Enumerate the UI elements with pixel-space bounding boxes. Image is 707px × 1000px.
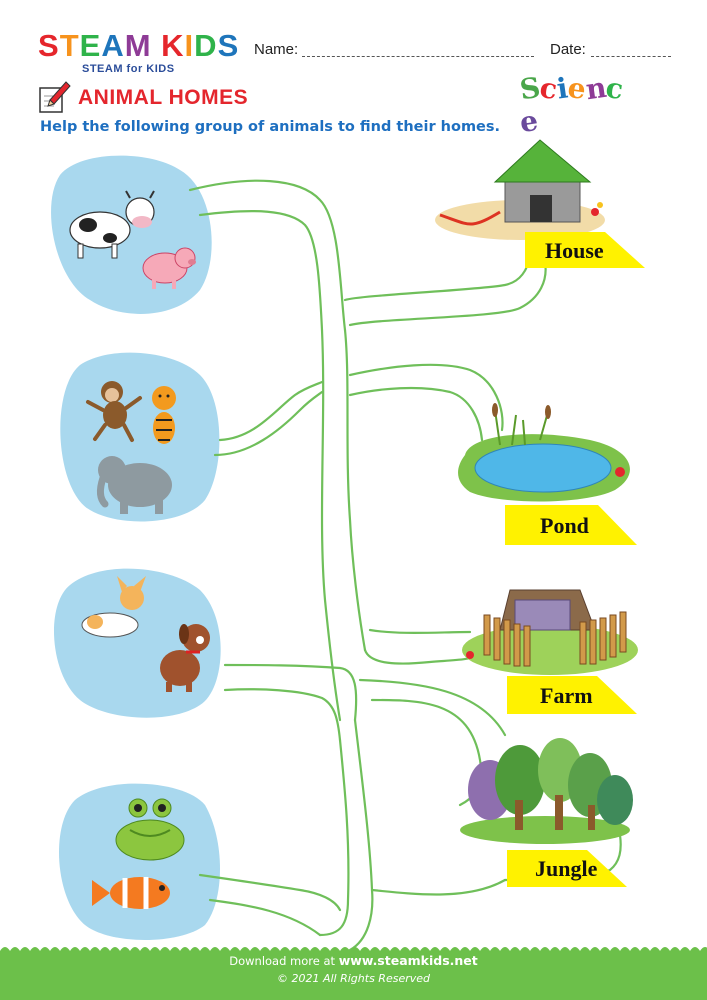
brand-letter: E <box>79 28 102 63</box>
name-label: Name: <box>254 41 299 58</box>
pond-icon[interactable] <box>458 403 630 502</box>
brand-letter: K <box>161 28 185 63</box>
puppy-icon <box>160 624 210 692</box>
maze-path <box>348 363 504 432</box>
pencil-note-icon <box>39 81 71 113</box>
clownfish-icon <box>92 877 170 909</box>
maze-path <box>368 628 472 634</box>
maze-path <box>188 179 347 332</box>
animal-group-dogs[interactable] <box>53 568 221 718</box>
maze-paths <box>188 179 622 952</box>
maze-path <box>370 878 507 896</box>
doghouse-icon[interactable] <box>435 139 605 240</box>
animal-group-frog-fish[interactable] <box>58 783 221 940</box>
maze-path <box>343 328 367 652</box>
maze-path <box>213 390 324 457</box>
brand-wordmark: STEAM KIDS <box>38 30 238 62</box>
animal-group-cow-pig[interactable] <box>51 155 212 314</box>
maze-path <box>318 738 350 937</box>
maze-path <box>348 718 374 952</box>
maze-path <box>320 328 342 722</box>
maze-path <box>348 260 547 327</box>
cow-icon <box>69 190 155 259</box>
flag-pond <box>505 505 637 545</box>
maze-path <box>343 253 532 302</box>
maze-path <box>198 210 324 332</box>
maze-path <box>370 698 483 807</box>
flag-farm <box>507 676 637 714</box>
maze-path <box>198 873 342 912</box>
tiger-icon <box>152 386 176 444</box>
footer-prefix: Download more at <box>229 954 339 968</box>
footer-site-link[interactable]: www.steamkids.net <box>338 953 478 968</box>
frog-icon <box>115 798 185 861</box>
maze-path <box>208 898 322 937</box>
footer-grass-banner <box>0 947 707 1000</box>
date-label: Date: <box>550 41 586 58</box>
monkey-icon <box>86 381 142 442</box>
steam-kids-logo: STEAM KIDS STEAM for KIDS <box>38 30 238 78</box>
pig-icon <box>142 247 196 289</box>
maze-path <box>223 663 358 722</box>
flag-house <box>525 232 645 268</box>
maze-path <box>218 380 324 442</box>
instruction-text: Help the following group of animals to f… <box>40 119 501 135</box>
dog-icon <box>81 576 146 638</box>
maze-path <box>358 678 507 737</box>
brand-letter: D <box>194 28 218 63</box>
home-label-jungle: Jungle <box>535 856 598 881</box>
date-field[interactable] <box>591 56 671 57</box>
brand-letter: I <box>184 28 195 63</box>
maze-path <box>348 386 484 442</box>
maze-path <box>363 648 480 665</box>
jungle-icon[interactable] <box>460 738 633 844</box>
elephant-icon <box>96 456 172 514</box>
maze-path <box>223 688 342 742</box>
brand-letter: T <box>59 28 80 63</box>
worksheet-title: ANIMAL HOMES <box>78 86 249 109</box>
brand-letter: A <box>101 28 125 63</box>
footer-download-text: Download more at www.steamkids.net <box>0 953 707 968</box>
home-label-farm: Farm <box>540 683 593 708</box>
name-field[interactable] <box>302 56 534 57</box>
brand-tagline: STEAM for KIDS <box>82 63 175 75</box>
brand-letter: M <box>124 28 152 63</box>
brand-letter: S <box>38 28 60 63</box>
flag-jungle <box>507 850 627 887</box>
footer-copyright: © 2021 All Rights Reserved <box>276 972 430 985</box>
home-label-pond: Pond <box>540 513 589 538</box>
home-label-house: House <box>545 238 604 263</box>
brand-letter: S <box>217 28 240 63</box>
animal-group-monkey-tiger-elephant[interactable] <box>60 352 220 522</box>
farm-pen-icon[interactable] <box>462 589 638 675</box>
